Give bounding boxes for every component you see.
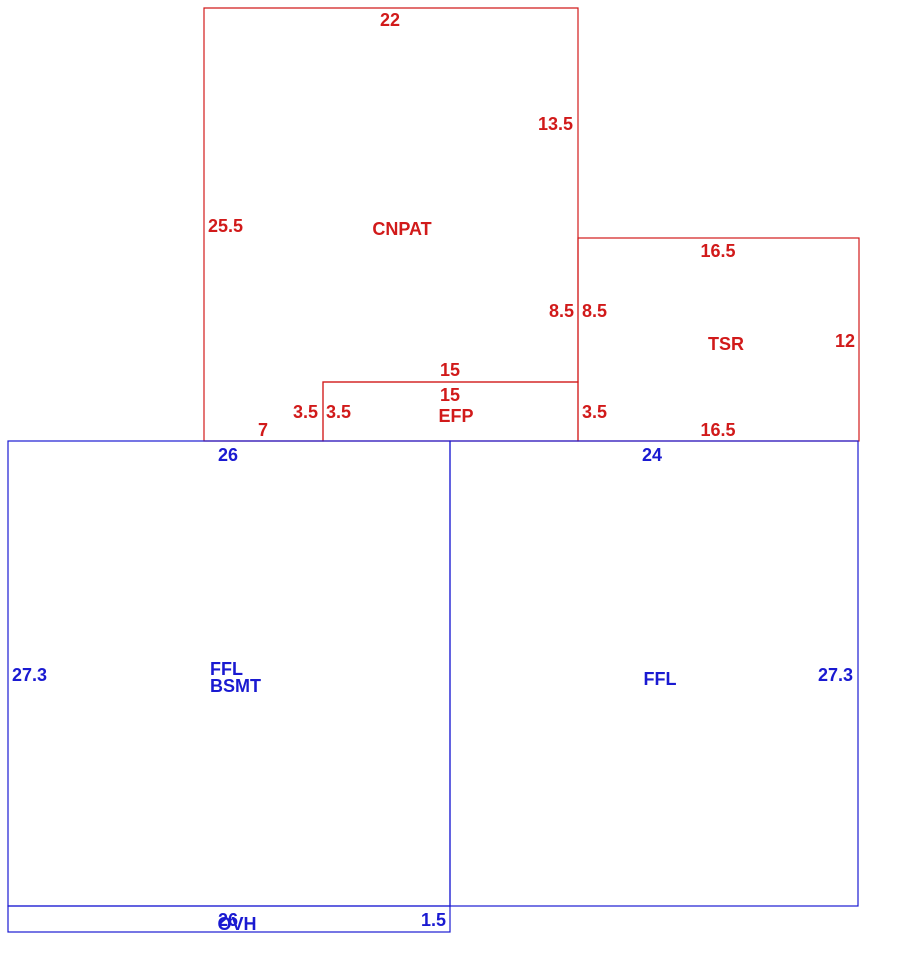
- cnpat-dim-bottom: 7: [258, 420, 268, 440]
- efp-label: EFP: [438, 406, 473, 426]
- ffl-bsmt-label-line2: BSMT: [210, 676, 261, 696]
- cnpat-dim-notch: 3.5: [293, 402, 318, 422]
- efp-dim-left: 3.5: [326, 402, 351, 422]
- ffl-outline: [449, 440, 859, 907]
- tsr-dim-right: 12: [835, 331, 855, 351]
- ffl-bsmt-dim-top: 26: [218, 445, 238, 465]
- tsr-label: TSR: [708, 334, 744, 354]
- ovh-label: OVH: [217, 914, 256, 934]
- cnpat-label: CNPAT: [372, 219, 431, 239]
- ffl-bsmt-dim-left: 27.3: [12, 665, 47, 685]
- cnpat-dim-right-lower: 8.5: [549, 301, 574, 321]
- tsr-dim-bottom: 16.5: [700, 420, 735, 440]
- cnpat-dim-right: 13.5: [538, 114, 573, 134]
- ffl-dim-top: 24: [642, 445, 662, 465]
- ffl-label: FFL: [644, 669, 677, 689]
- ffl-bsmt-labels: 26 27.3 FFL BSMT: [12, 445, 261, 696]
- ovh-dim-top: 26: [218, 910, 238, 930]
- ffl-bsmt-label-line1: FFL: [210, 659, 243, 679]
- tsr-dim-left: 8.5: [582, 301, 607, 321]
- ovh-dim-right: 1.5: [421, 910, 446, 930]
- efp-dim-top-outer: 15: [440, 360, 460, 380]
- tsr-dim-left-lower: 3.5: [582, 402, 607, 422]
- ovh-outline: [7, 905, 451, 933]
- cnpat-dim-top: 22: [380, 10, 400, 30]
- ffl-labels: 24 FFL 27.3: [642, 445, 853, 689]
- efp-dim-top-inner: 15: [440, 385, 460, 405]
- lower-level-outlines: [7, 440, 859, 933]
- ovh-labels: 26 OVH 1.5: [217, 910, 446, 934]
- tsr-labels: 16.5 8.5 TSR 12 3.5 16.5: [582, 241, 855, 440]
- cnpat-labels: 22 13.5 25.5 CNPAT 8.5 7 3.5: [208, 10, 574, 440]
- ffl-dim-right: 27.3: [818, 665, 853, 685]
- tsr-dim-top: 16.5: [700, 241, 735, 261]
- upper-level-outlines: [203, 7, 860, 442]
- efp-labels: 15 15 EFP 3.5: [326, 360, 474, 426]
- cnpat-dim-left: 25.5: [208, 216, 243, 236]
